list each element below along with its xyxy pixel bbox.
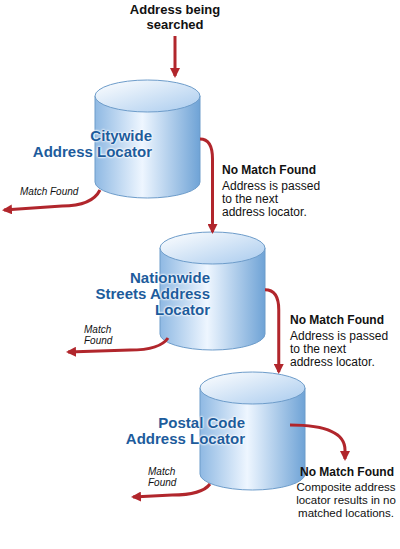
input-label: Address being searched <box>125 2 225 32</box>
locator-cylinder: Nationwide Streets Address Locator <box>160 232 265 350</box>
input-arrow <box>174 36 177 76</box>
locator-name: Citywide Address Locator <box>30 128 152 160</box>
match-arrow <box>68 338 168 352</box>
flow-note: Address is passed to the next address lo… <box>222 180 322 219</box>
flow-note: Address is passed to the next address lo… <box>290 330 390 369</box>
cylinder-top <box>200 372 305 404</box>
locator-name: Nationwide Streets Address Locator <box>75 270 210 318</box>
edge-label: No Match Found <box>222 164 322 177</box>
no-match-arrow <box>265 290 279 372</box>
flow-note: Match Found <box>84 324 124 346</box>
no-match-arrow <box>200 139 213 232</box>
locator-name: Postal Code Address Locator <box>123 415 245 447</box>
locator-cylinder: Citywide Address Locator <box>95 80 200 198</box>
no-match-arrow <box>290 425 345 459</box>
cylinder-top <box>160 232 265 264</box>
edge-label: No Match Found <box>290 314 390 327</box>
flow-note: Match Found <box>20 186 100 197</box>
flow-note: Composite address locator results in no … <box>294 481 398 520</box>
locator-cylinder: Postal Code Address Locator <box>200 372 305 490</box>
cylinder-top <box>95 80 200 112</box>
flow-note: No Match Found <box>300 466 398 479</box>
flow-note: Match Found <box>148 466 188 488</box>
